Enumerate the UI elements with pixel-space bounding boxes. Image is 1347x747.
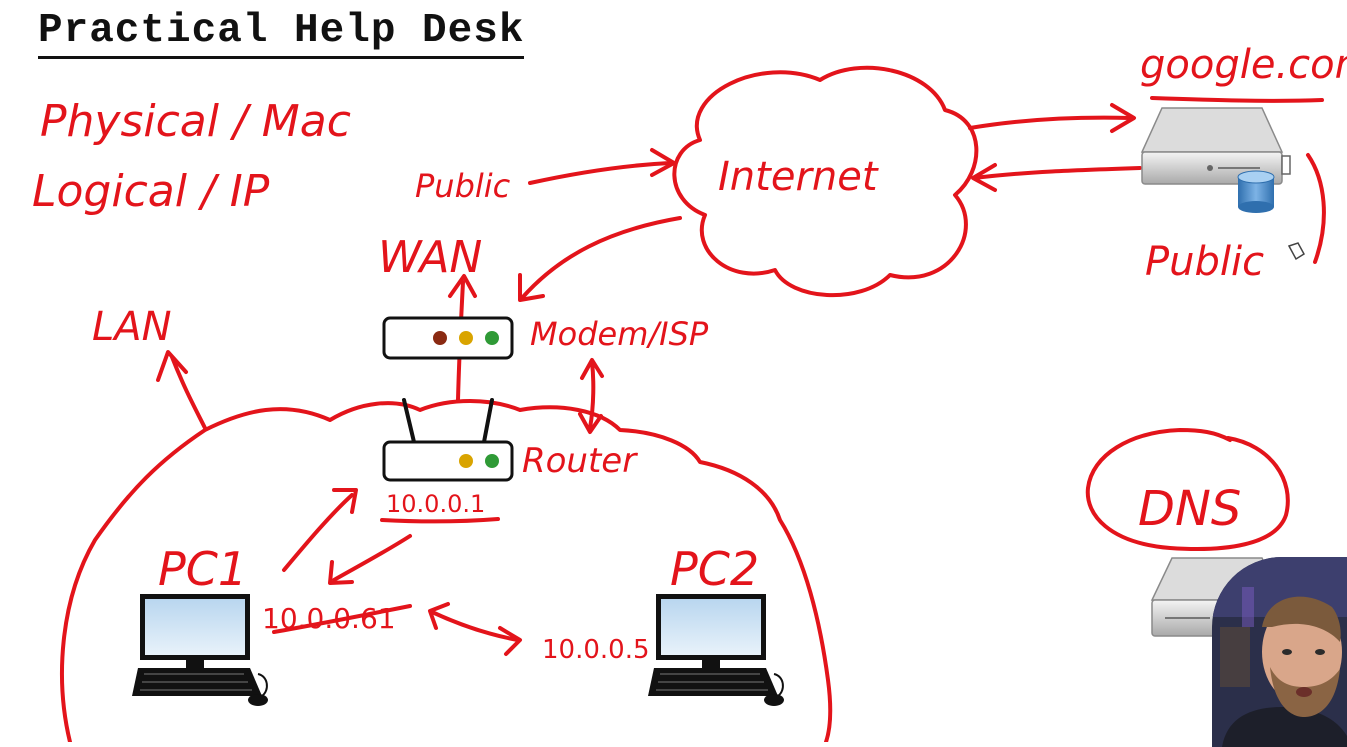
arrowhead [156, 350, 188, 382]
arrowhead [580, 358, 604, 380]
internet-to-modem-arrow [520, 216, 682, 300]
lan-label: LAN [92, 304, 172, 350]
router-to-pc1-arrow [332, 534, 412, 582]
router-ip-underline [380, 517, 500, 524]
arrowhead [328, 560, 354, 585]
wan-label: WAN [378, 232, 482, 283]
google-to-internet-arrow [973, 166, 1142, 180]
arrowhead [650, 148, 676, 177]
database-icon [1237, 170, 1275, 213]
arrowhead [428, 602, 450, 630]
internet-cloud [672, 65, 979, 298]
dns-label: DNS [1138, 481, 1241, 537]
router-icon [382, 398, 514, 482]
arrowhead [448, 274, 477, 298]
server-public-bracket [1306, 153, 1326, 264]
arrowhead [1110, 103, 1136, 133]
arrowhead [518, 273, 545, 302]
internet-label: Internet [718, 154, 879, 200]
public-right-label: Public [1145, 239, 1264, 285]
arrowhead [971, 163, 997, 192]
arrowhead [578, 412, 603, 434]
dns-circle [1085, 428, 1290, 552]
google-label: google.com [1140, 42, 1347, 88]
note-physical: Physical / Mac [40, 96, 351, 147]
modem-router-arrow [588, 360, 596, 430]
router-label: Router [522, 441, 638, 481]
pc2-ip-label: 10.0.0.5 [542, 635, 650, 665]
pen-cursor-icon [1287, 242, 1305, 261]
google-underline [1150, 96, 1324, 103]
arrowhead [332, 488, 358, 514]
pc2-label: PC2 [670, 542, 759, 596]
internet-to-google-arrow [968, 115, 1132, 130]
pc1-label: PC1 [158, 542, 247, 596]
pc1-ip-underline [272, 604, 412, 634]
public-to-internet-arrow [528, 161, 672, 185]
presenter-webcam [1212, 557, 1347, 747]
public-left-label: Public [415, 167, 511, 205]
modem-label: Modem/ISP [530, 315, 709, 353]
pc1-to-router-arrow [282, 493, 354, 572]
desktop-computer-icon [648, 594, 784, 706]
modem-icon [382, 316, 514, 360]
desktop-computer-icon [132, 594, 268, 706]
page-title: Practical Help Desk [38, 8, 525, 59]
pc1-pc2-arrow [430, 610, 520, 642]
router-ip-label: 10.0.0.1 [386, 490, 485, 518]
lan-cloud [60, 399, 833, 742]
arrowhead [498, 626, 522, 656]
note-logical: Logical / IP [32, 166, 270, 217]
lan-arrow [170, 355, 207, 430]
